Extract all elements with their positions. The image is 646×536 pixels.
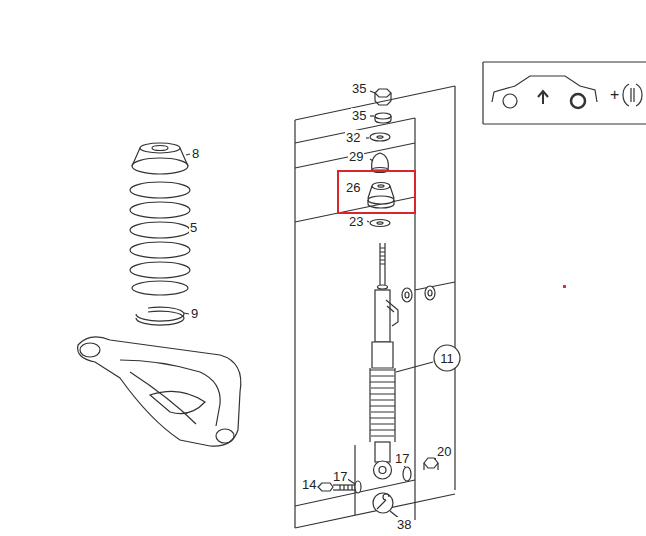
callout-number: 38 [396, 517, 412, 532]
callout-number: 35 [351, 108, 367, 123]
callout-number: 35 [351, 81, 367, 96]
callout-number: 26 [345, 180, 361, 195]
plus-sign: + [609, 87, 620, 102]
callout-number: 14 [301, 477, 317, 492]
callout-number: 8 [191, 146, 200, 161]
callout-number: 11 [440, 351, 454, 366]
callout-number: 29 [348, 149, 364, 164]
highlight-box: 26 [337, 170, 416, 214]
callout-number: 9 [190, 306, 199, 321]
callout-number: 32 [345, 130, 361, 145]
callout-circle: 11 [433, 344, 461, 372]
callout-number: 17 [332, 469, 348, 484]
callout-number: 20 [436, 444, 452, 459]
callout-number: 5 [189, 220, 198, 235]
callout-number: 17 [394, 451, 410, 466]
callout-number: 23 [348, 214, 364, 229]
